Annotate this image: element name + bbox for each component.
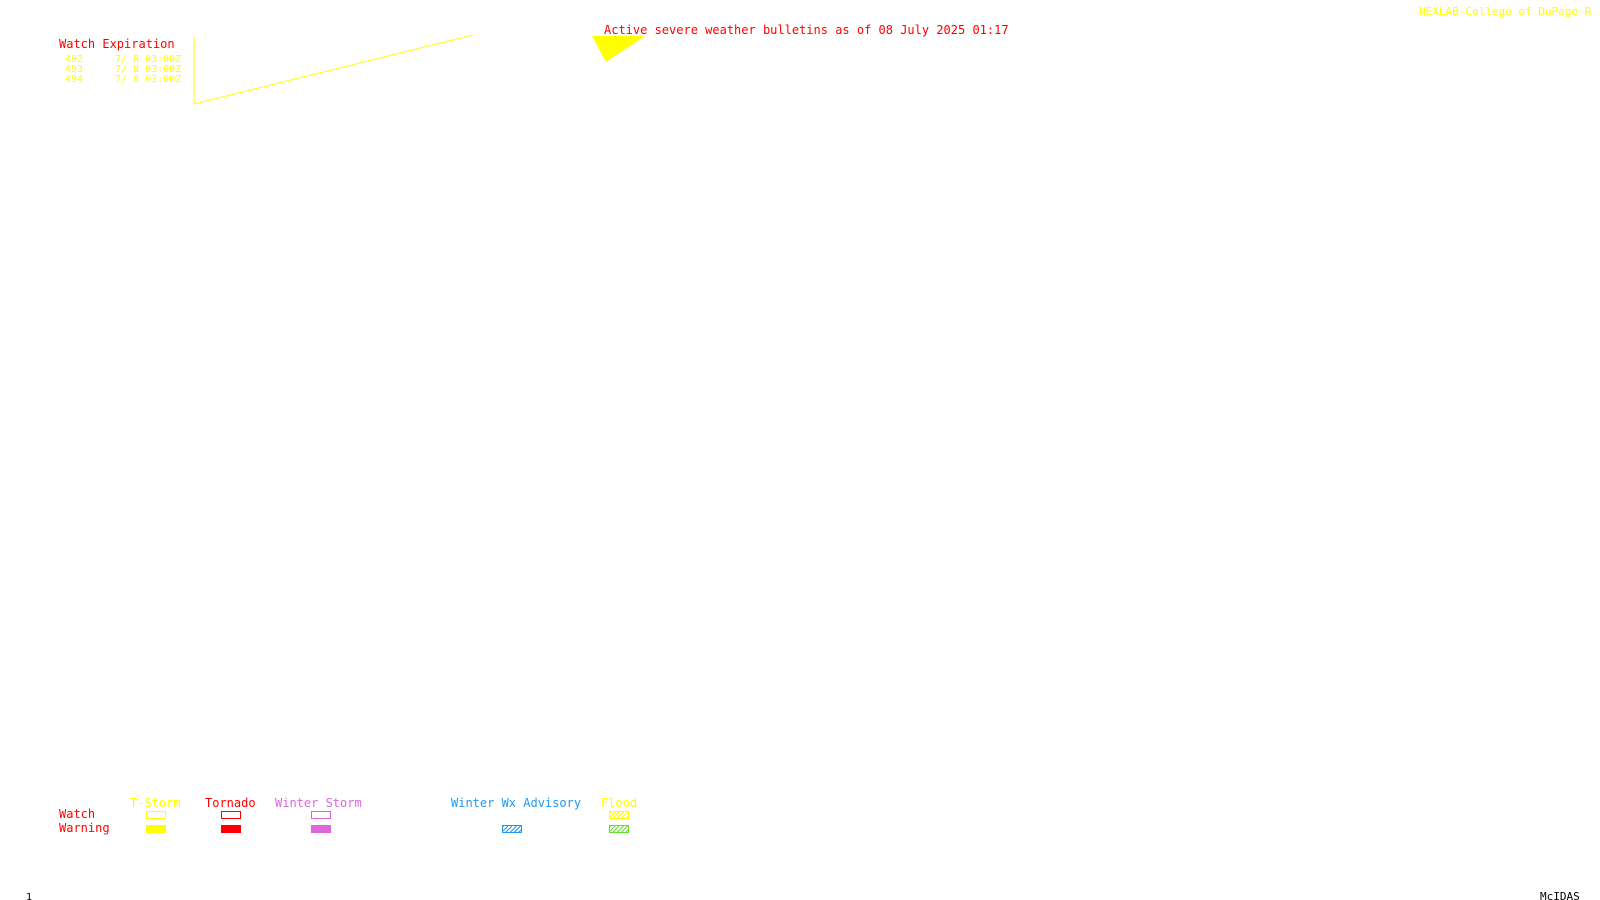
legend-tstorm-watch-swatch	[146, 811, 166, 819]
legend-winter-storm-label: Winter Storm	[275, 796, 362, 810]
legend-winter-storm-warning-swatch	[311, 825, 331, 833]
watch-outline	[193, 34, 474, 105]
legend-winter-advisory-label: Winter Wx Advisory	[451, 796, 582, 810]
watch-expiration-heading: Watch Expiration	[59, 37, 175, 51]
legend-tornado-label: Tornado	[205, 796, 256, 810]
watch-expires: 7/ 8 03:00Z	[115, 74, 182, 85]
legend-tornado-warning-swatch	[221, 825, 241, 833]
credit-label: NEXLAB-College of DuPage R	[1419, 5, 1592, 18]
watch-id: 492	[65, 54, 84, 65]
watch-expires: 7/ 8 03:00Z	[115, 64, 182, 75]
legend-winter-storm-watch-swatch	[311, 811, 331, 819]
legend-row-watch: Watch	[59, 807, 96, 821]
legend-flood-warning-swatch	[609, 825, 629, 833]
legend-tstorm-warning-swatch	[146, 825, 166, 833]
frame-number: 1	[26, 892, 33, 900]
watch-expires: 7/ 8 03:00Z	[115, 54, 182, 65]
watch-polygon-fill	[592, 36, 645, 62]
legend-flood-label: Flood	[601, 796, 638, 810]
bulletin-title: Active severe weather bulletins as of 08…	[604, 23, 1009, 37]
legend-winter-advisory-swatch	[502, 825, 522, 833]
legend-row-warning: Warning	[59, 821, 110, 835]
watch-id: 493	[65, 64, 84, 75]
legend-tornado-watch-swatch	[221, 811, 241, 819]
legend-flood-watch-swatch	[609, 811, 629, 819]
software-label: McIDAS	[1540, 890, 1580, 900]
watch-id: 494	[65, 74, 84, 85]
legend-tstorm-label: T-Storm	[130, 796, 181, 810]
